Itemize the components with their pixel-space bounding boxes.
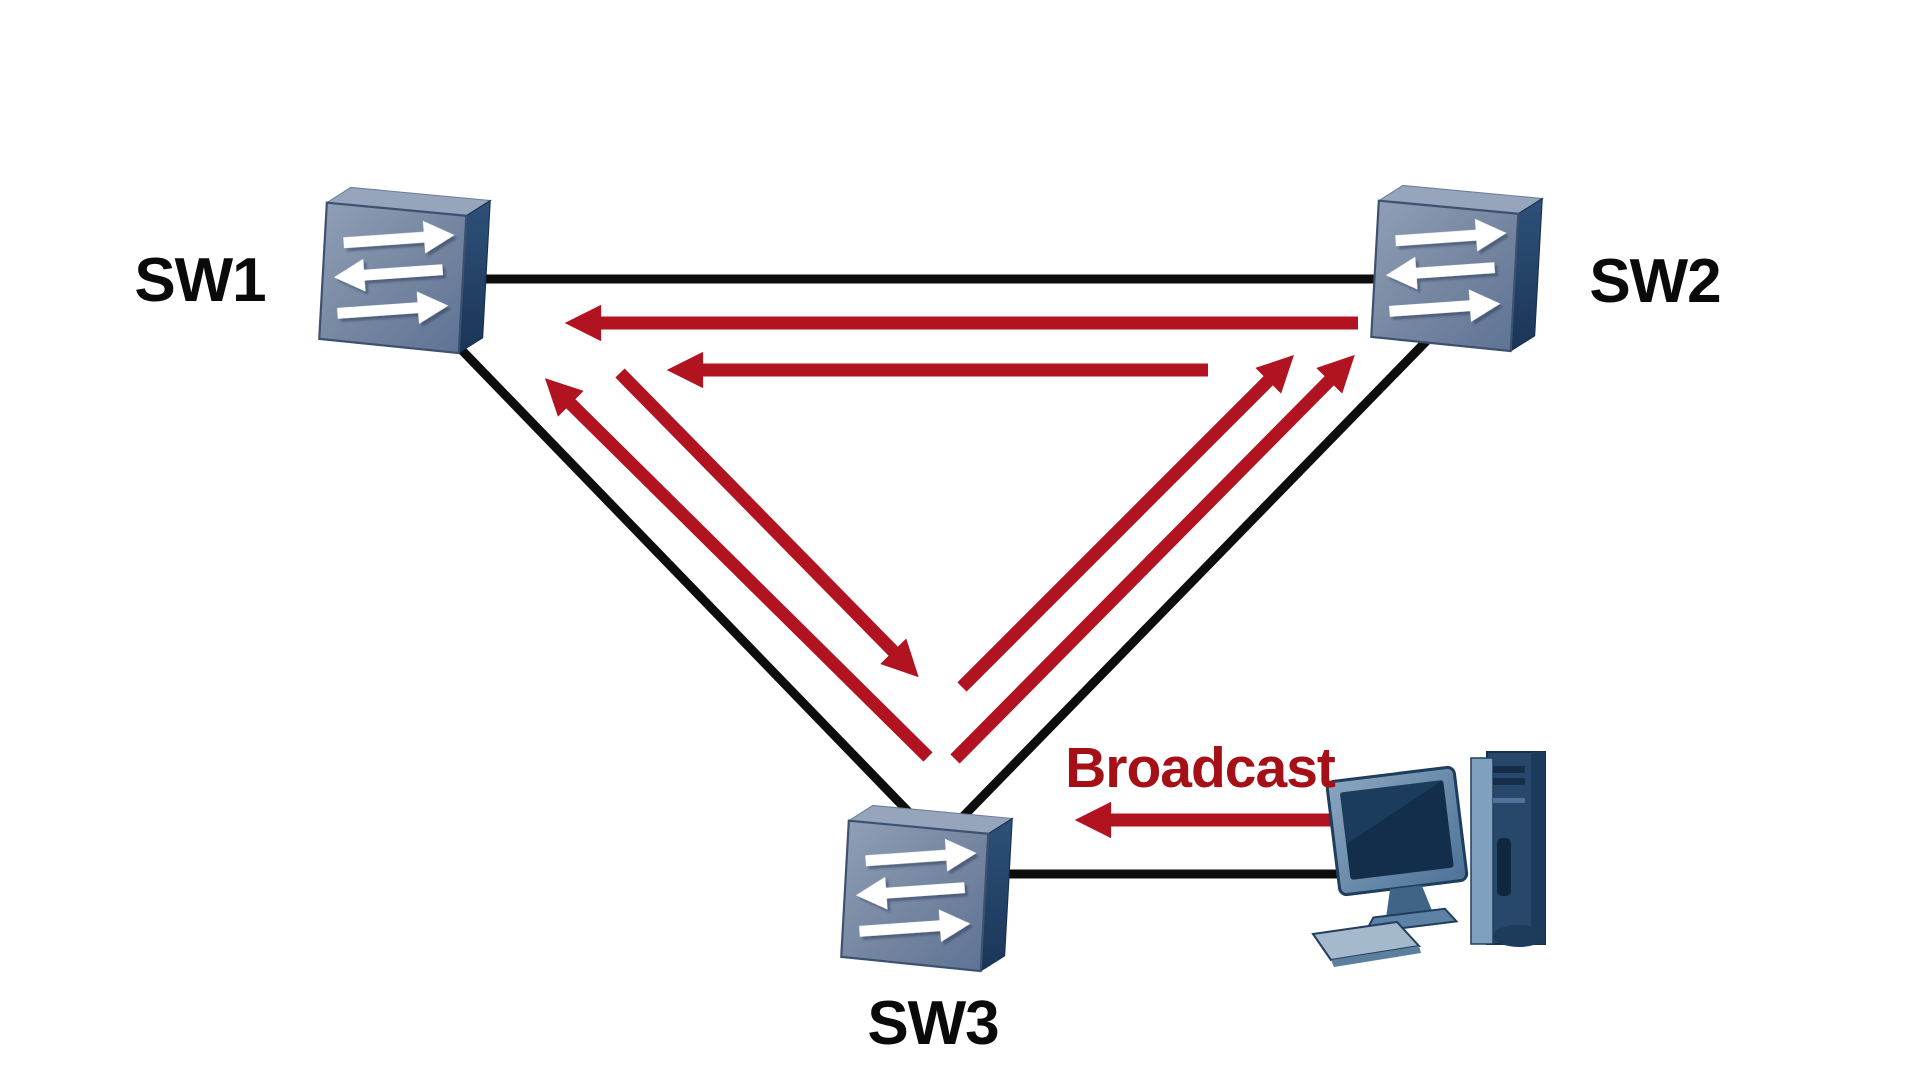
- pc-tower: [1470, 751, 1546, 947]
- arrow-sw3-to-sw2-inner: [957, 355, 1294, 692]
- sw2-label: SW2: [1589, 247, 1721, 316]
- link-sw1-sw3: [448, 336, 932, 836]
- switch-sw2-icon: [1370, 168, 1562, 375]
- pc-mouse: [1493, 925, 1545, 947]
- sw1-label: SW1: [134, 246, 266, 315]
- sw3-label: SW3: [867, 989, 999, 1058]
- pc-icon: [1295, 738, 1570, 973]
- arrow-sw3-to-sw2-outer: [950, 354, 1355, 764]
- switch-sw3-icon: [840, 788, 1032, 995]
- arrow-sw1-to-sw3: [615, 368, 919, 678]
- switch-sw1-icon: [318, 170, 510, 377]
- link-sw2-sw3: [944, 318, 1449, 836]
- pc-monitor: [1325, 765, 1469, 934]
- arrow-sw3-to-sw1: [544, 378, 933, 762]
- pc-keyboard: [1311, 920, 1421, 967]
- broadcast-label: Broadcast: [1065, 736, 1336, 800]
